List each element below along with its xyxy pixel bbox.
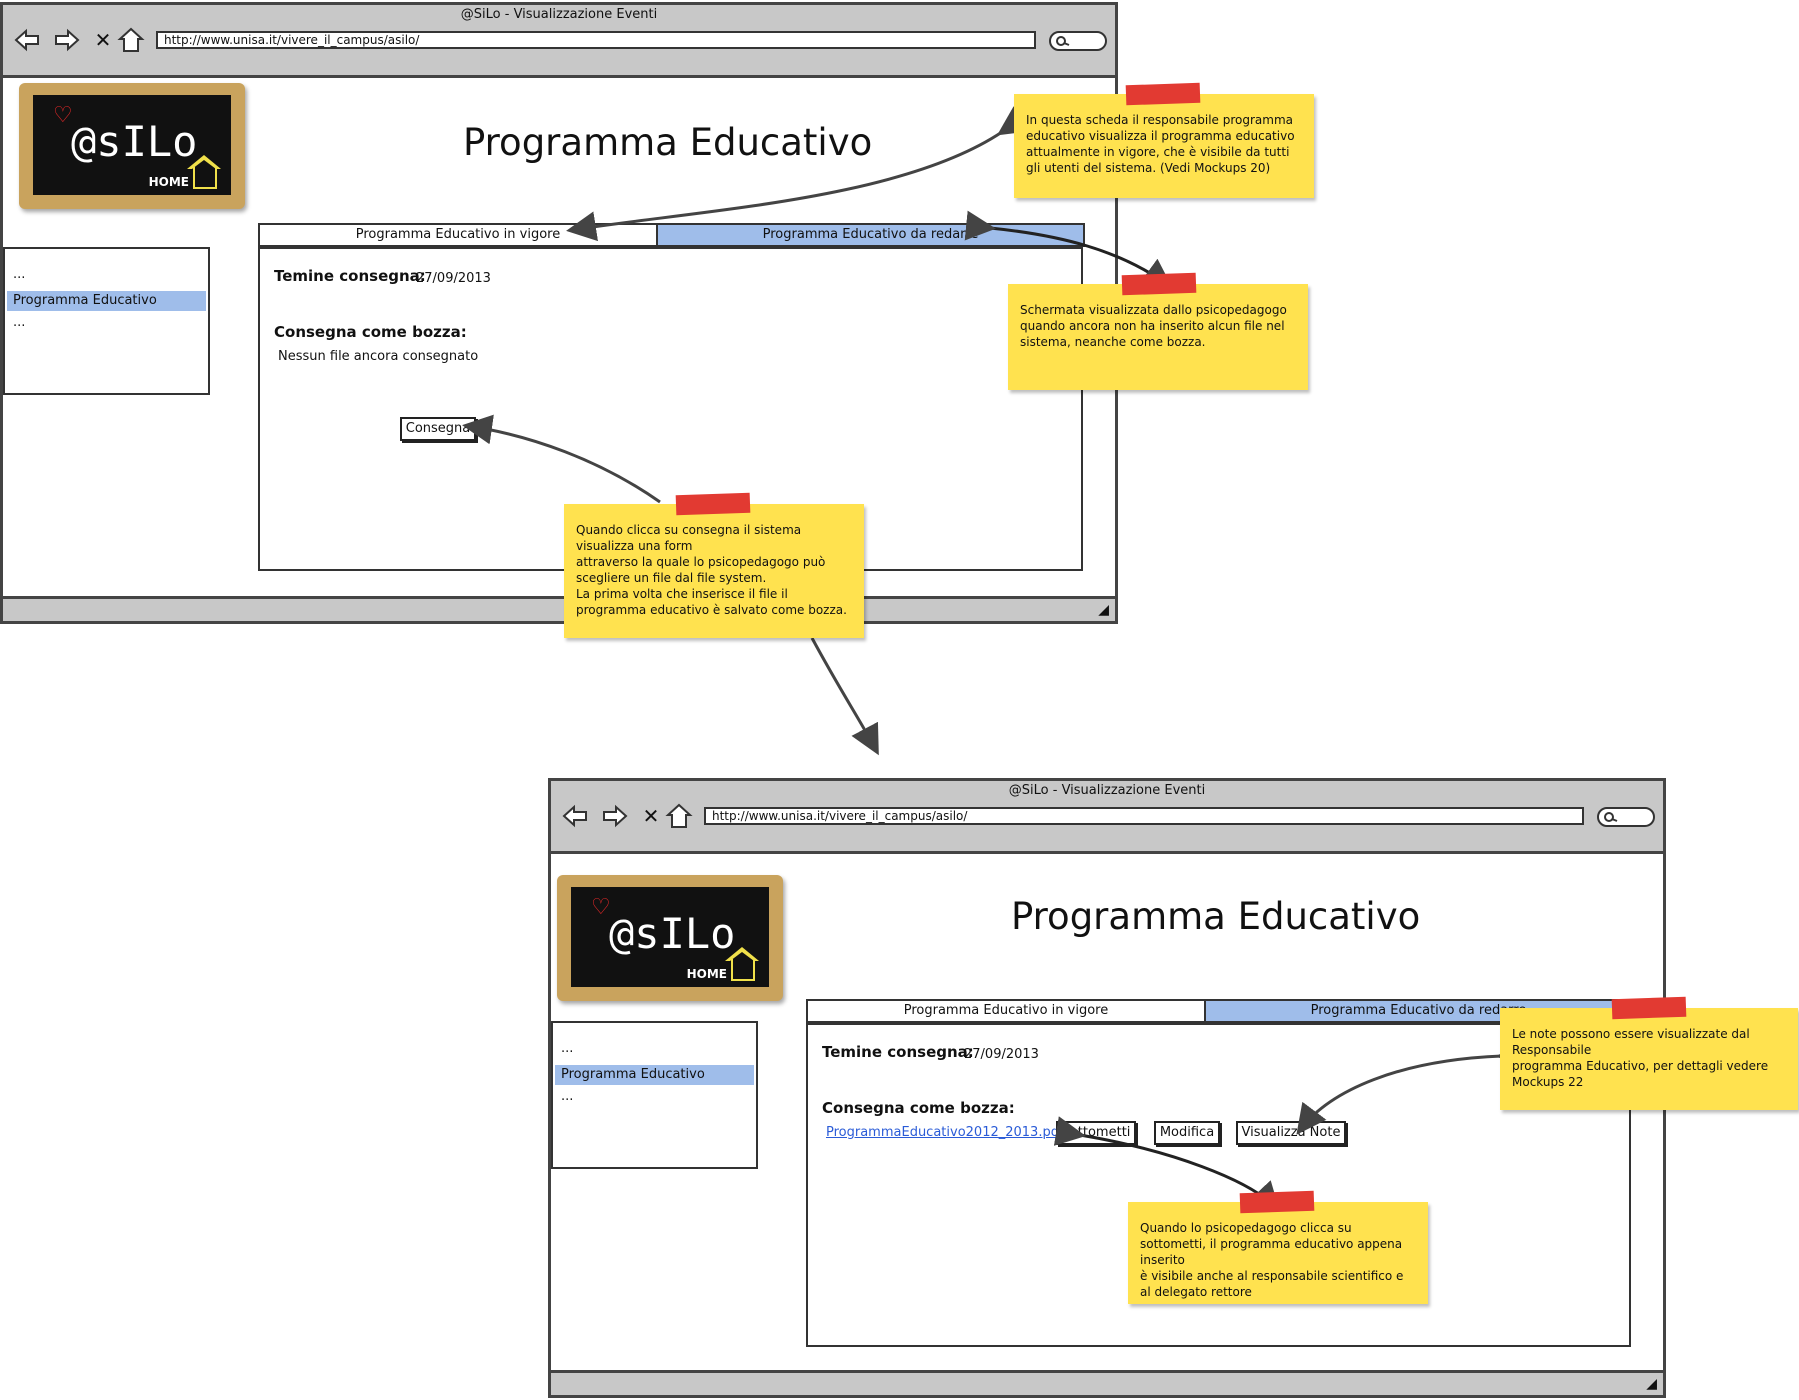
search-icon	[1056, 36, 1070, 46]
resize-grip-icon: ◢	[1646, 1376, 1657, 1392]
modifica-button[interactable]: Modifica	[1154, 1121, 1220, 1145]
sidebar: ... Programma Educativo ...	[551, 1021, 758, 1169]
sidebar-item-ellipsis[interactable]: ...	[561, 1041, 574, 1056]
note-text-line-2: attraverso la quale lo psicopedagogo può…	[576, 555, 826, 585]
sidebar-item-programma-educativo[interactable]: Programma Educativo	[555, 1065, 754, 1085]
page-title: Programma Educativo	[1011, 895, 1421, 938]
sticky-note-2: Schermata visualizzata dallo psicopedago…	[1008, 272, 1308, 390]
note-text-line-1: Quando lo psicopedagogo clicca su sottom…	[1140, 1221, 1403, 1267]
url-bar[interactable]: http://www.unisa.it/vivere_il_campus/asi…	[156, 31, 1036, 49]
draft-file-link[interactable]: ProgrammaEducativo2012_2013.pdf	[826, 1125, 1064, 1140]
sidebar-item-ellipsis[interactable]: ...	[561, 1089, 574, 1104]
window-title: @SiLo - Visualizzazione Eventi	[460, 7, 658, 22]
sidebar-item-ellipsis[interactable]: ...	[13, 267, 26, 282]
browser-window-1: @SiLo - Visualizzazione Eventi ✕ http://…	[0, 2, 1118, 624]
sidebar-item-ellipsis[interactable]: ...	[13, 315, 26, 330]
note-text: In questa scheda il responsabile program…	[1026, 113, 1295, 175]
tab-in-vigore[interactable]: Programma Educativo in vigore	[806, 999, 1206, 1023]
tape	[1239, 1190, 1315, 1214]
sottometti-button[interactable]: Sottometti	[1056, 1121, 1136, 1145]
draft-label: Consegna come bozza:	[274, 323, 467, 341]
deadline-value: 27/09/2013	[964, 1047, 1039, 1062]
tab-da-redarre[interactable]: Programma Educativo da redarre	[656, 223, 1085, 247]
tape	[1611, 996, 1687, 1020]
content-panel: Temine consegna: 27/09/2013 Consegna com…	[258, 247, 1083, 571]
deadline-label: Temine consegna:	[274, 267, 426, 285]
note-text-line-2: è visibile anche al responsabile scienti…	[1140, 1269, 1404, 1299]
logo: ♡ @sILo HOME	[19, 83, 245, 209]
note-text: Schermata visualizzata dallo psicopedago…	[1020, 303, 1287, 349]
note-text-line-3: La prima volta che inserisce il file il …	[576, 587, 847, 617]
forward-icon[interactable]	[53, 27, 81, 53]
logo-home-text: HOME	[148, 175, 189, 189]
deadline-label: Temine consegna:	[822, 1043, 974, 1061]
sticky-note-3: Quando clicca su consegna il sistema vis…	[564, 492, 864, 638]
home-icon[interactable]	[665, 803, 693, 829]
url-bar[interactable]: http://www.unisa.it/vivere_il_campus/asi…	[704, 807, 1584, 825]
resize-grip-icon: ◢	[1098, 602, 1109, 618]
page-title: Programma Educativo	[463, 121, 873, 164]
forward-icon[interactable]	[601, 803, 629, 829]
consegna-button[interactable]: Consegna	[400, 417, 476, 441]
logo: ♡ @sILo HOME	[557, 875, 783, 1001]
tab-in-vigore[interactable]: Programma Educativo in vigore	[258, 223, 658, 247]
sidebar: ... Programma Educativo ...	[3, 247, 210, 395]
close-icon[interactable]: ✕	[642, 804, 660, 828]
note-text-line-2: programma Educativo, per dettagli vedere…	[1512, 1059, 1769, 1089]
browser-chrome: @SiLo - Visualizzazione Eventi ✕ http://…	[3, 5, 1115, 78]
note-text-line-1: Le note possono essere visualizzate dal …	[1512, 1027, 1750, 1057]
tape	[1125, 82, 1201, 106]
heart-icon: ♡	[53, 103, 73, 128]
search-field[interactable]	[1049, 31, 1107, 51]
deadline-value: 27/09/2013	[416, 271, 491, 286]
close-icon[interactable]: ✕	[94, 28, 112, 52]
sticky-note-1: In questa scheda il responsabile program…	[1014, 82, 1314, 198]
back-icon[interactable]	[561, 803, 589, 829]
search-field[interactable]	[1597, 807, 1655, 827]
sticky-note-4: Le note possono essere visualizzate dal …	[1500, 996, 1798, 1110]
visualizza-note-button[interactable]: Visualizza Note	[1236, 1121, 1346, 1145]
back-icon[interactable]	[13, 27, 41, 53]
window-title: @SiLo - Visualizzazione Eventi	[1008, 783, 1206, 798]
arrow-note3-to-screen2	[810, 637, 879, 756]
tape	[1121, 272, 1197, 296]
logo-text: @sILo	[71, 117, 198, 166]
tape	[675, 492, 751, 516]
draft-status: Nessun file ancora consegnato	[278, 349, 479, 364]
heart-icon: ♡	[591, 895, 611, 920]
note-text-line-1: Quando clicca su consegna il sistema vis…	[576, 523, 802, 553]
home-icon[interactable]	[117, 27, 145, 53]
tab-bar: Programma Educativo in vigore Programma …	[258, 223, 1085, 247]
browser-chrome: @SiLo - Visualizzazione Eventi ✕ http://…	[551, 781, 1663, 854]
logo-home-text: HOME	[686, 967, 727, 981]
draft-label: Consegna come bozza:	[822, 1099, 1015, 1117]
browser-window-2: @SiLo - Visualizzazione Eventi ✕ http://…	[548, 778, 1666, 1398]
status-bar: ◢	[551, 1370, 1663, 1395]
sticky-note-5: Quando lo psicopedagogo clicca su sottom…	[1128, 1190, 1428, 1304]
logo-text: @sILo	[609, 909, 736, 958]
status-bar: ◢	[3, 596, 1115, 621]
sidebar-item-programma-educativo[interactable]: Programma Educativo	[7, 291, 206, 311]
tab-bar: Programma Educativo in vigore Programma …	[806, 999, 1633, 1023]
search-icon	[1604, 812, 1618, 822]
